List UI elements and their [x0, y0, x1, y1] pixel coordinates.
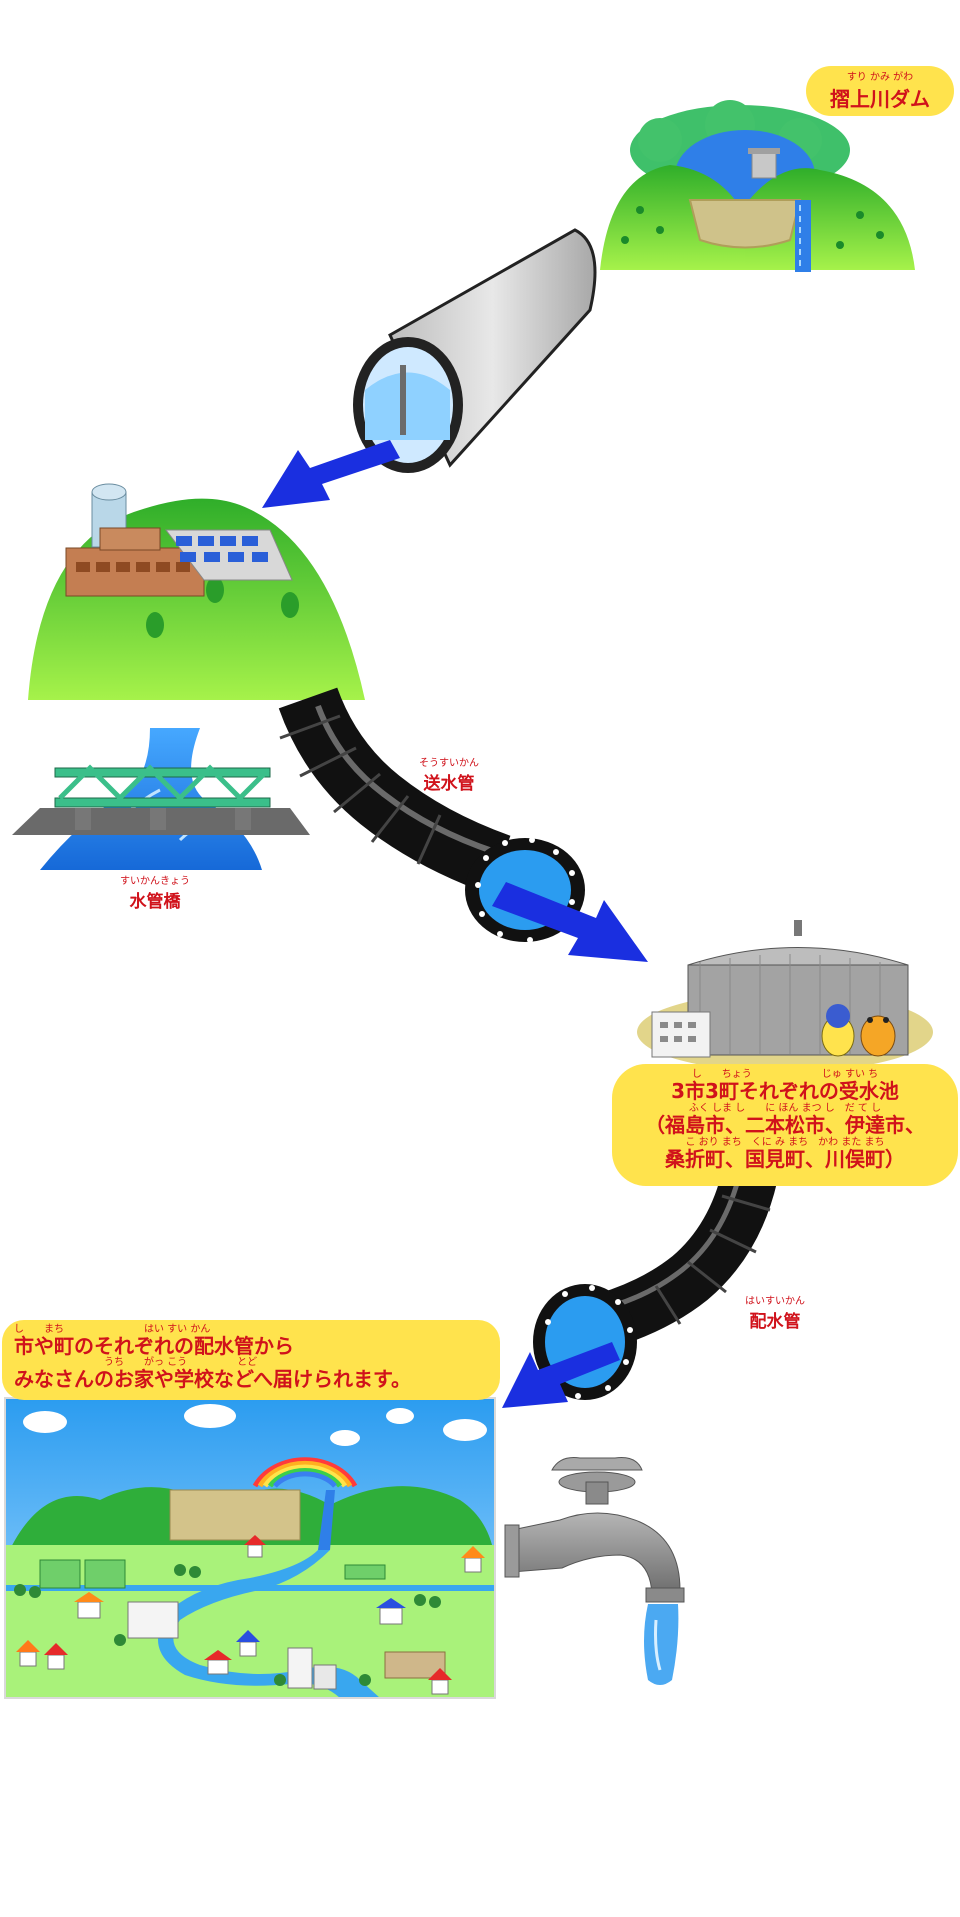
distribution-pipe-label-group: はいすいかん 配水管: [730, 1296, 820, 1332]
conduit-pipe: [353, 228, 597, 473]
reservoir-line1: 3市3町それぞれの受水池: [671, 1079, 899, 1103]
transmission-pipe-label: 送水管: [423, 774, 475, 794]
aqueduct-bridge-label-group: すいかんきょう 水管橋: [100, 876, 210, 912]
transmission-pipe-label-group: そうすいかん 送水管: [404, 758, 494, 794]
aqueduct-bridge-label: 水管橋: [129, 892, 181, 912]
dam-label-pill: すり かみ がわ 摺上川ダム: [806, 66, 954, 116]
town-scene: [4, 1397, 496, 1699]
distribution-pipe-label: 配水管: [749, 1312, 801, 1332]
dam-label: 摺上川ダム: [830, 87, 930, 111]
aqueduct-bridge: [12, 728, 310, 870]
reservoir-line2-ruby: ふく しま し に ほん まつ し だ て し: [688, 1103, 882, 1114]
distribution-pipe-ruby: はいすいかん: [745, 1296, 805, 1307]
homes-line2-ruby: うち がっ こう とど: [14, 1357, 258, 1368]
dam-label-ruby: すり かみ がわ: [846, 72, 914, 83]
homes-line1-ruby: し まち はい すい かん: [14, 1324, 211, 1335]
reservoir-line3: 桑折町、国見町、川俣町）: [665, 1147, 905, 1171]
transmission-pipe-ruby: そうすいかん: [419, 758, 479, 769]
homes-label-pill: し まち はい すい かん 市や町のそれぞれの配水管から うち がっ こう とど…: [2, 1320, 500, 1400]
flow-arrow-1: [262, 440, 400, 508]
reservoir-line2: （福島市、二本松市、伊達市、: [645, 1113, 925, 1137]
aqueduct-bridge-ruby: すいかんきょう: [120, 876, 190, 887]
homes-line1: 市や町のそれぞれの配水管から: [14, 1334, 294, 1358]
faucet-illustration: [504, 1457, 685, 1685]
reservoir-line1-ruby: し ちょう じゅ すい ち: [691, 1069, 879, 1080]
homes-line2: みなさんのお家や学校などへ届けられます。: [14, 1367, 411, 1391]
reservoir-label-pill: し ちょう じゅ すい ち 3市3町それぞれの受水池 ふく しま し に ほん …: [612, 1064, 958, 1186]
treatment-plant: [28, 483, 365, 700]
reservoir-line3-ruby: こ おり まち くに み まち かわ また まち: [685, 1137, 885, 1148]
flow-arrow-3: [502, 1342, 620, 1408]
dam-scene: [600, 100, 915, 272]
flow-arrow-2: [492, 882, 648, 962]
receiving-reservoir: [637, 920, 933, 1072]
